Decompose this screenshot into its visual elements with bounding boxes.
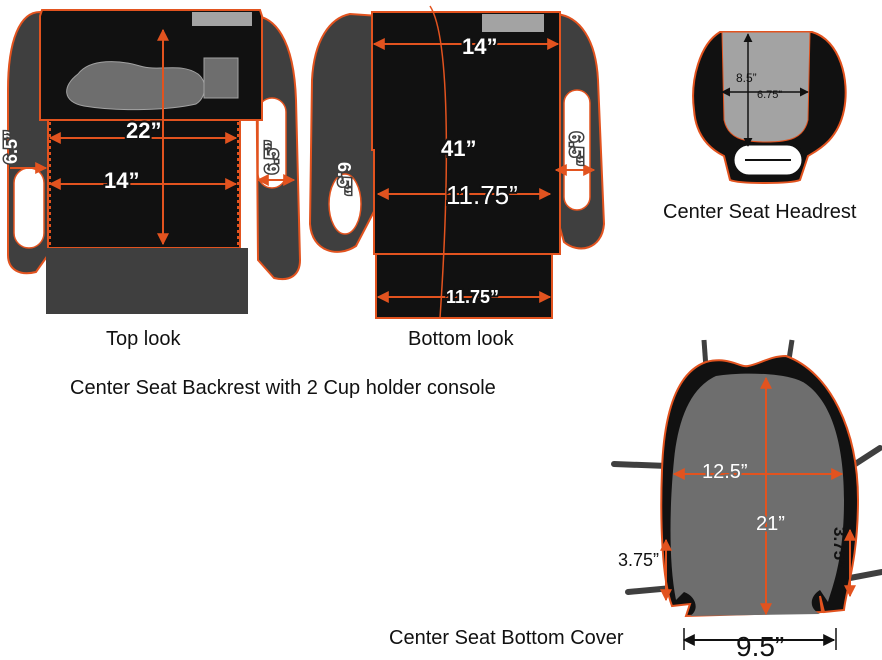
bottom-11-75-bottom-label: 11.75” (446, 287, 499, 307)
bottom-left-wing (308, 12, 381, 253)
bottom-cover-caption: Center Seat Bottom Cover (389, 627, 624, 649)
bottom-11-75-mid-label: 11.75” (446, 180, 518, 210)
bottom-top-slot (482, 14, 544, 32)
headrest-height-label: 8.5” (736, 71, 757, 85)
top-bottom-flap (46, 248, 248, 314)
cover-left-side-label: 3.75” (618, 550, 659, 570)
headrest-caption: Center Seat Headrest (663, 201, 857, 223)
cover-height-label: 21” (756, 513, 785, 535)
bottom-left-side-label: 6.5” (334, 162, 354, 196)
top-14-label: 14” (104, 168, 139, 193)
bottom-41-label: 41” (441, 136, 476, 161)
bottom-left-cupholder (328, 173, 362, 235)
top-left-cupholder (13, 167, 45, 249)
top-right-side-label: 6.5” (262, 140, 282, 174)
bottom-14-label: 14” (462, 34, 497, 59)
cover-inner (670, 373, 844, 616)
bottom-look-caption: Bottom look (408, 328, 514, 350)
top-22-label: 22” (126, 118, 161, 143)
top-top-slot (192, 12, 252, 26)
top-small-square (203, 57, 239, 99)
bottom-cover-panel: 12.5” 21” 3.75” 3.75” 9.5” (611, 339, 882, 660)
headrest-inner (721, 31, 811, 143)
top-left-side-label: 6.5” (1, 130, 21, 164)
top-console-shape (66, 61, 205, 111)
headrest-panel: 8.5” 6.75” (692, 31, 847, 184)
bottom-right-side-label: 6.5” (566, 132, 586, 166)
headrest-width-label: 6.75” (757, 89, 782, 101)
bottom-look-panel: 14” 41” 11.75” 11.75” 6.5” 6.5” (308, 5, 606, 319)
backrest-caption: Center Seat Backrest with 2 Cup holder c… (70, 377, 496, 399)
strap-right-lower (847, 569, 882, 581)
bottom-right-cupholder (563, 89, 591, 211)
top-right-cupholder (257, 97, 287, 189)
cover-bottom-label: 9.5” (736, 631, 784, 660)
cover-right-side-label: 3.75” (830, 527, 849, 569)
top-look-caption: Top look (106, 328, 181, 350)
cover-width-label: 12.5” (702, 461, 748, 483)
top-look-panel: 22” 14” 6.5” 6.5” (0, 9, 302, 314)
strap-left-upper (611, 461, 671, 469)
